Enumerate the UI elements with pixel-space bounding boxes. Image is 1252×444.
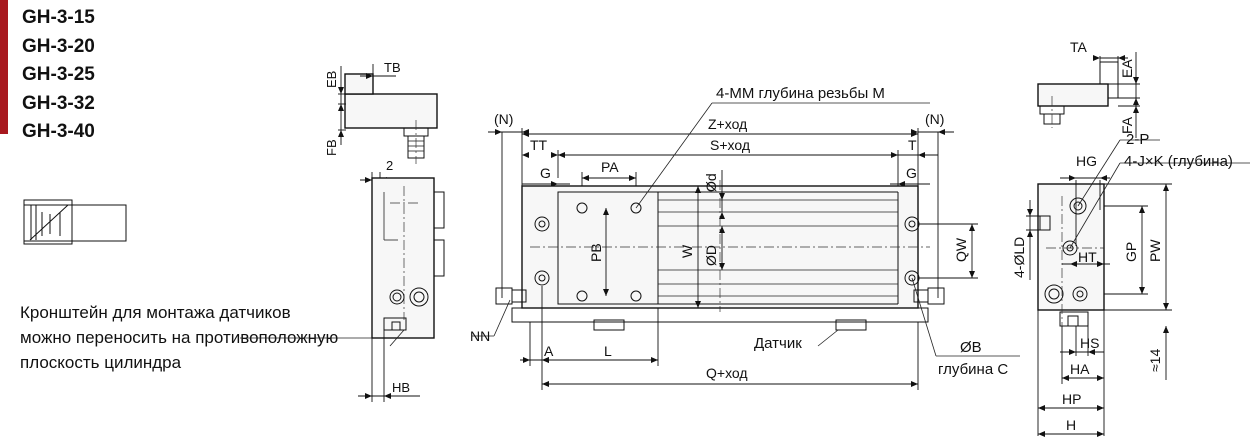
right-bracket-detail	[1037, 52, 1140, 138]
dim-c-label: глубина C	[938, 361, 1008, 378]
model-item: GH-3-15	[22, 7, 95, 28]
dim-gp-label: GP	[1123, 242, 1139, 262]
dim-nn-label: NN	[470, 328, 490, 344]
model-item: GH-3-25	[22, 64, 95, 85]
dim-qw-label: QW	[953, 237, 969, 262]
model-item: GH-3-32	[22, 92, 95, 114]
dim-n-right-label: (N)	[925, 111, 944, 127]
dim-ea-label: EA	[1119, 59, 1135, 78]
dim-ld-label: 4-ØLD	[1011, 237, 1027, 278]
dim-b-label: ØB	[960, 339, 982, 356]
dim-n-left-label: (N)	[494, 111, 513, 127]
dim-pa-label: PA	[601, 159, 619, 175]
cylinder-side-view	[472, 102, 1020, 390]
dim-hg-label: HG	[1076, 153, 1097, 169]
dim-t-label: T	[908, 137, 917, 153]
sensor-bracket-note: Кронштейн для монтажа датчиков можно пер…	[20, 300, 338, 375]
section-marker-bar	[0, 0, 8, 134]
dim-fa-label: FA	[1119, 116, 1135, 134]
dim-g-left-label: G	[540, 165, 551, 181]
right-end-view	[1026, 139, 1250, 437]
sensor-label: Датчик	[754, 335, 802, 352]
dim-d-big-label: ØD	[703, 245, 719, 266]
dim-14-label: ≈14	[1147, 349, 1163, 372]
model-list: GH-3-15 GH-3-20 GH-3-25 GH-3-32 GH-3-40	[22, 4, 95, 147]
dim-l-label: L	[604, 343, 612, 359]
jk-thread-label: 4-J×K (глубина)	[1124, 153, 1233, 170]
dim-tt-label: TT	[530, 137, 548, 153]
note-line: можно переносить на противоположную	[20, 328, 339, 347]
dim-w-label: W	[679, 244, 695, 258]
note-line: плоскость цилиндра	[20, 353, 182, 372]
cylinder-thumbnail-icon	[23, 199, 127, 245]
dim-s-label: S+ход	[710, 137, 750, 153]
dim-g-right-label: G	[906, 165, 917, 181]
dim-2-label: 2	[386, 158, 393, 173]
model-item: GH-3-20	[22, 35, 95, 57]
left-end-view	[240, 172, 445, 402]
dim-fb-label: FB	[324, 139, 339, 156]
dim-q-label: Q+ход	[706, 365, 748, 381]
dim-z-label: Z+ход	[708, 116, 747, 132]
dim-ht-label: HT	[1078, 249, 1097, 265]
dim-ta-label: TA	[1070, 39, 1088, 55]
dim-eb-label: EB	[324, 71, 339, 88]
note-line: Кронштейн для монтажа датчиков	[20, 303, 291, 322]
dim-a-label: A	[544, 343, 554, 359]
dim-h-label: H	[1066, 417, 1076, 433]
mm-thread-label: 4-MM глубина резьбы M	[716, 85, 885, 102]
dim-hb-label: HB	[392, 380, 410, 395]
dim-hp-label: HP	[1062, 391, 1081, 407]
dim-hs-label: HS	[1080, 335, 1099, 351]
dim-tb-label: TB	[384, 60, 401, 75]
dim-d-small-label: Ød	[703, 173, 719, 192]
dim-pw-label: PW	[1147, 239, 1163, 262]
p-port-label: 2-P	[1126, 131, 1149, 148]
dim-pb-label: PB	[588, 243, 604, 262]
dim-ha-label: HA	[1070, 361, 1090, 377]
sensor-bracket-detail	[338, 64, 438, 164]
model-item: GH-3-40	[22, 121, 95, 142]
